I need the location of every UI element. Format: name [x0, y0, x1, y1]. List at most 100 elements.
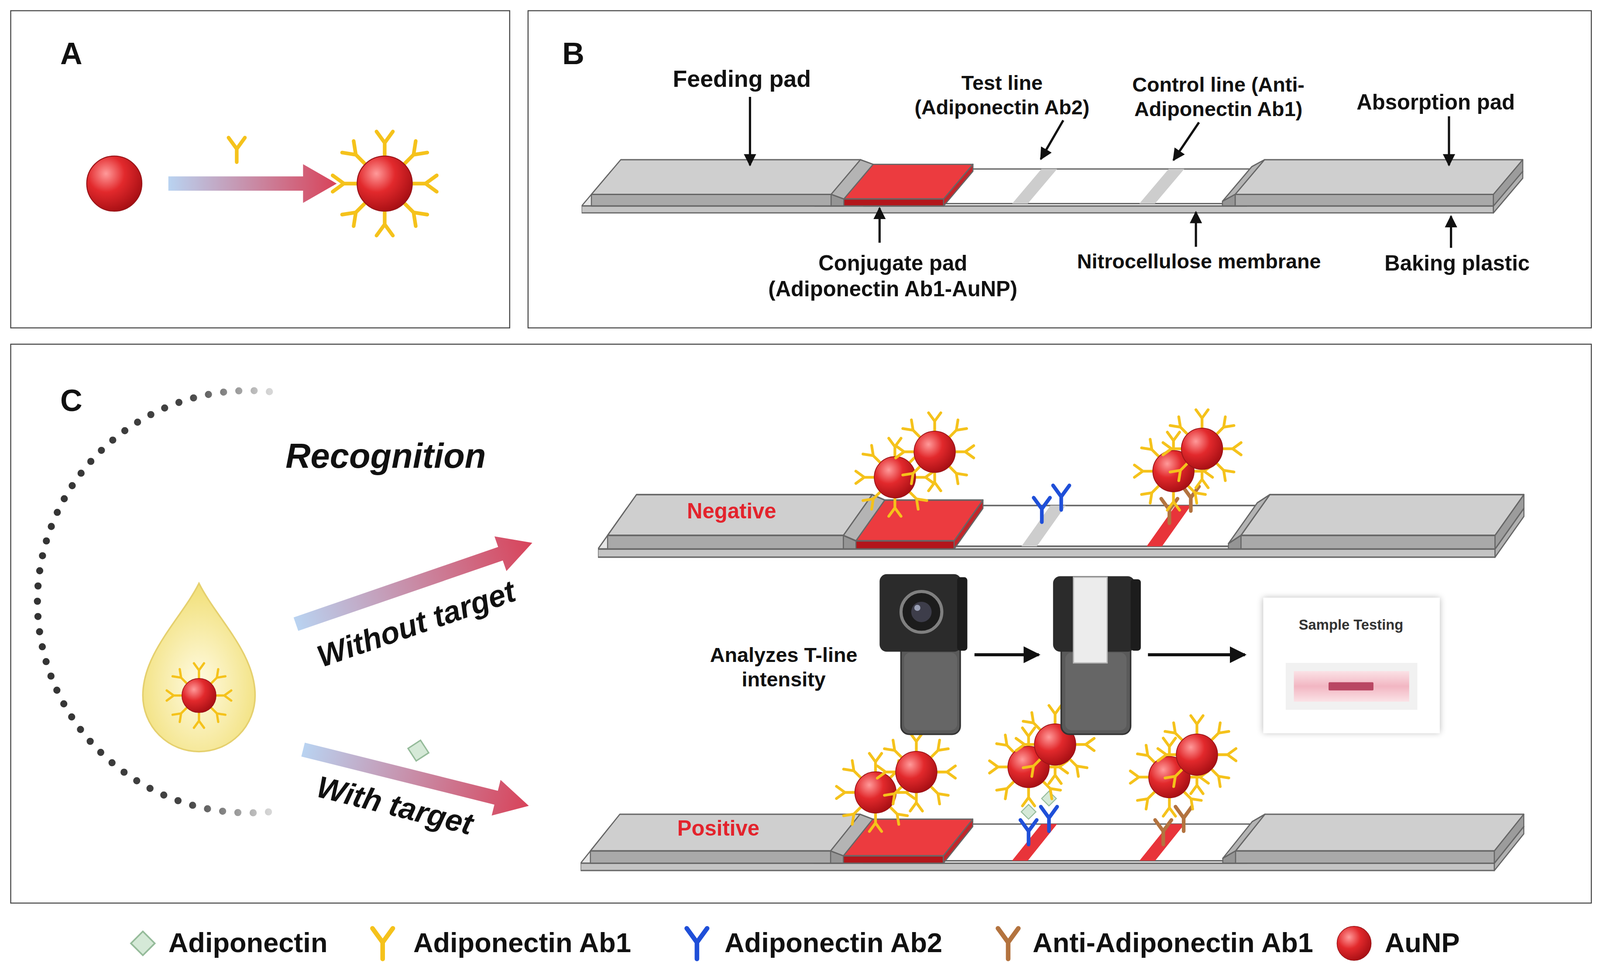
negative-strip-particles — [1134, 432, 1213, 511]
positive-strip-particles — [1021, 804, 1037, 820]
legend-swatch — [686, 928, 708, 959]
strip-structure — [581, 159, 1523, 213]
legend-swatch — [130, 931, 155, 956]
scheme-label: Recognition — [285, 435, 486, 477]
legend-swatch — [372, 928, 393, 959]
negative-strip-particles — [895, 412, 974, 491]
recognition-scheme — [142, 583, 255, 752]
strip-outline — [597, 494, 1525, 558]
panel-box: CNegativeSample TestingPositive — [10, 343, 1592, 904]
recognition-scheme — [166, 663, 232, 728]
part-label: Analyzes T-line intensity — [699, 642, 869, 692]
legend-text: Adiponectin Ab2 — [724, 927, 943, 961]
positive-strip-particles — [836, 705, 1237, 845]
phone-screen: Sample Testing — [1263, 597, 1440, 734]
part-label: Feeding pad — [672, 65, 811, 94]
leader-arrow — [878, 208, 881, 243]
legend-text: Adiponectin — [168, 927, 328, 961]
test-strip: Positive — [580, 799, 1532, 873]
positive-strip-particles — [1175, 806, 1192, 832]
leader-arrow — [1449, 216, 1453, 248]
legend-swatch — [130, 926, 1372, 961]
panel-letter: B — [562, 35, 585, 73]
node-text: Positive — [677, 815, 760, 842]
smartphone-reader — [914, 604, 921, 612]
conjugation-scheme — [86, 156, 142, 212]
legend-text: AuNP — [1384, 927, 1460, 961]
strip-readout — [1285, 662, 1418, 711]
leader-arrow — [749, 96, 1451, 248]
negative-strip-particles — [1163, 409, 1242, 488]
positive-strip-particles — [1040, 806, 1058, 832]
positive-strip-particles — [1016, 705, 1095, 784]
negative-strip-particles — [1053, 485, 1070, 511]
conjugation-scheme — [86, 131, 437, 236]
positive-strip-particles — [1130, 738, 1209, 817]
smartphone-reader — [900, 611, 961, 735]
positive-strip-particles — [877, 733, 956, 812]
negative-strip-particles — [855, 409, 1242, 524]
leader-arrow — [1447, 116, 1450, 165]
strip-structure — [581, 96, 1523, 248]
leader-arrow — [1173, 122, 1199, 160]
part-label: Absorption pad — [1356, 89, 1515, 115]
scheme-label: With target — [312, 768, 477, 843]
strip-readout — [1328, 682, 1374, 691]
positive-strip-particles — [836, 753, 915, 832]
scheme-label: Without target — [312, 573, 521, 676]
part-label: Baking plastic — [1384, 250, 1530, 277]
smartphone-reader — [879, 574, 1245, 735]
smartphone-reader — [1147, 653, 1245, 657]
legend-text: Adiponectin Ab1 — [413, 927, 632, 961]
leader-arrow — [748, 96, 752, 166]
negative-strip-particles — [1033, 497, 1050, 523]
part-label: Test line (Adiponectin Ab2) — [907, 70, 1097, 120]
conjugation-scheme — [332, 131, 437, 236]
negative-strip-particles — [1161, 498, 1178, 524]
smartphone-reader — [1061, 610, 1131, 735]
leader-arrow — [1194, 212, 1198, 247]
smartphone-reader — [1065, 652, 1127, 731]
test-strip: Negative — [597, 478, 1532, 560]
smartphone-reader — [879, 574, 962, 653]
negative-strip-particles — [1182, 486, 1199, 512]
negative-strip-particles — [855, 438, 934, 517]
part-label: (Adiponectin Ab1-AuNP) — [768, 275, 1018, 302]
recognition-scheme — [405, 738, 431, 763]
leader-arrow — [1040, 120, 1064, 160]
strip-readout — [1294, 671, 1410, 702]
node-text: Sample Testing — [1298, 616, 1404, 634]
panel-letter: A — [60, 35, 83, 73]
part-label: Control line (Anti- Adiponectin Ab1) — [1119, 72, 1319, 122]
positive-strip-particles — [989, 727, 1068, 807]
legend-swatch — [1336, 926, 1371, 961]
smartphone-reader — [1073, 577, 1108, 663]
panel-box: B — [527, 10, 1593, 329]
part-label: Conjugate pad — [818, 250, 968, 277]
smartphone-reader — [957, 577, 968, 651]
smartphone-reader — [1053, 576, 1135, 653]
legend-text: Anti-Adiponectin Ab1 — [1032, 927, 1314, 961]
positive-strip-particles — [1020, 820, 1037, 845]
conjugation-scheme — [228, 137, 245, 163]
node-text: Negative — [686, 498, 777, 525]
recognition-scheme — [37, 390, 270, 814]
smartphone-reader — [911, 601, 932, 623]
smartphone-reader — [903, 652, 958, 731]
smartphone-reader — [974, 653, 1039, 657]
smartphone-reader — [900, 591, 942, 633]
positive-strip-particles — [1041, 791, 1057, 807]
smartphone-reader — [1130, 579, 1141, 652]
positive-strip-particles — [1155, 820, 1172, 845]
positive-strip-particles — [1157, 715, 1237, 794]
recognition-scheme — [37, 390, 539, 824]
conjugation-scheme — [168, 164, 337, 203]
strip-outline — [580, 814, 1524, 871]
panel-box: A — [10, 10, 511, 329]
legend-swatch — [998, 928, 1019, 959]
